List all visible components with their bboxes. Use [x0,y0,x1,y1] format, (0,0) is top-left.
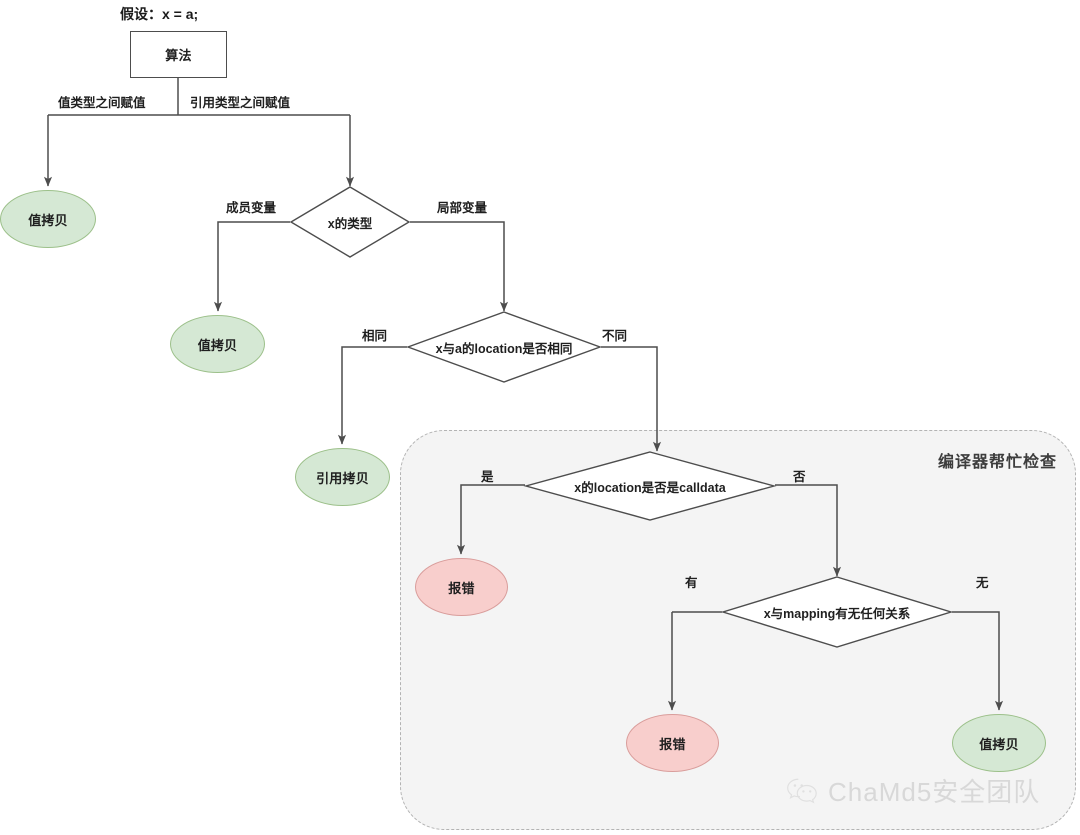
node-location-same[interactable]: x与a的location是否相同 [405,311,603,383]
node-value-copy-3[interactable]: 值拷贝 [952,714,1046,772]
edge-label-has: 有 [685,576,698,590]
node-error-2[interactable]: 报错 [626,714,719,772]
node-error-1[interactable]: 报错 [415,558,508,616]
edge-label-no: 否 [793,470,806,484]
page-title: 假设：x = a; [120,6,199,22]
compiler-check-group-title: 编译器帮忙检查 [938,454,1058,471]
node-is-calldata[interactable]: x的location是否是calldata [523,451,777,521]
node-is-calldata-label: x的location是否是calldata [574,480,726,495]
edge-label-value-type-assign: 值类型之间赋值 [58,96,146,110]
edge-label-ref-type-assign: 引用类型之间赋值 [190,96,291,110]
edge-label-yes: 是 [481,470,494,484]
edge-label-different: 不同 [602,329,628,343]
node-ref-copy[interactable]: 引用拷贝 [295,448,390,506]
node-x-type[interactable]: x的类型 [289,186,411,258]
edge-label-local-var: 局部变量 [437,201,488,215]
edge-label-member-var: 成员变量 [226,201,277,215]
node-value-copy-1[interactable]: 值拷贝 [0,190,96,248]
node-location-same-label: x与a的location是否相同 [435,341,573,356]
edge-label-same: 相同 [362,329,388,343]
node-mapping-relation-label: x与mapping有无任何关系 [763,606,911,621]
edge-label-none: 无 [976,576,989,590]
node-x-type-label: x的类型 [327,216,373,231]
watermark-text: ChaMd5安全团队 [828,777,1041,807]
node-mapping-relation[interactable]: x与mapping有无任何关系 [720,576,954,648]
node-algorithm[interactable]: 算法 [130,31,227,78]
node-value-copy-2[interactable]: 值拷贝 [170,315,265,373]
wechat-icon [787,778,817,803]
watermark: ChaMd5安全团队 [786,772,1040,809]
